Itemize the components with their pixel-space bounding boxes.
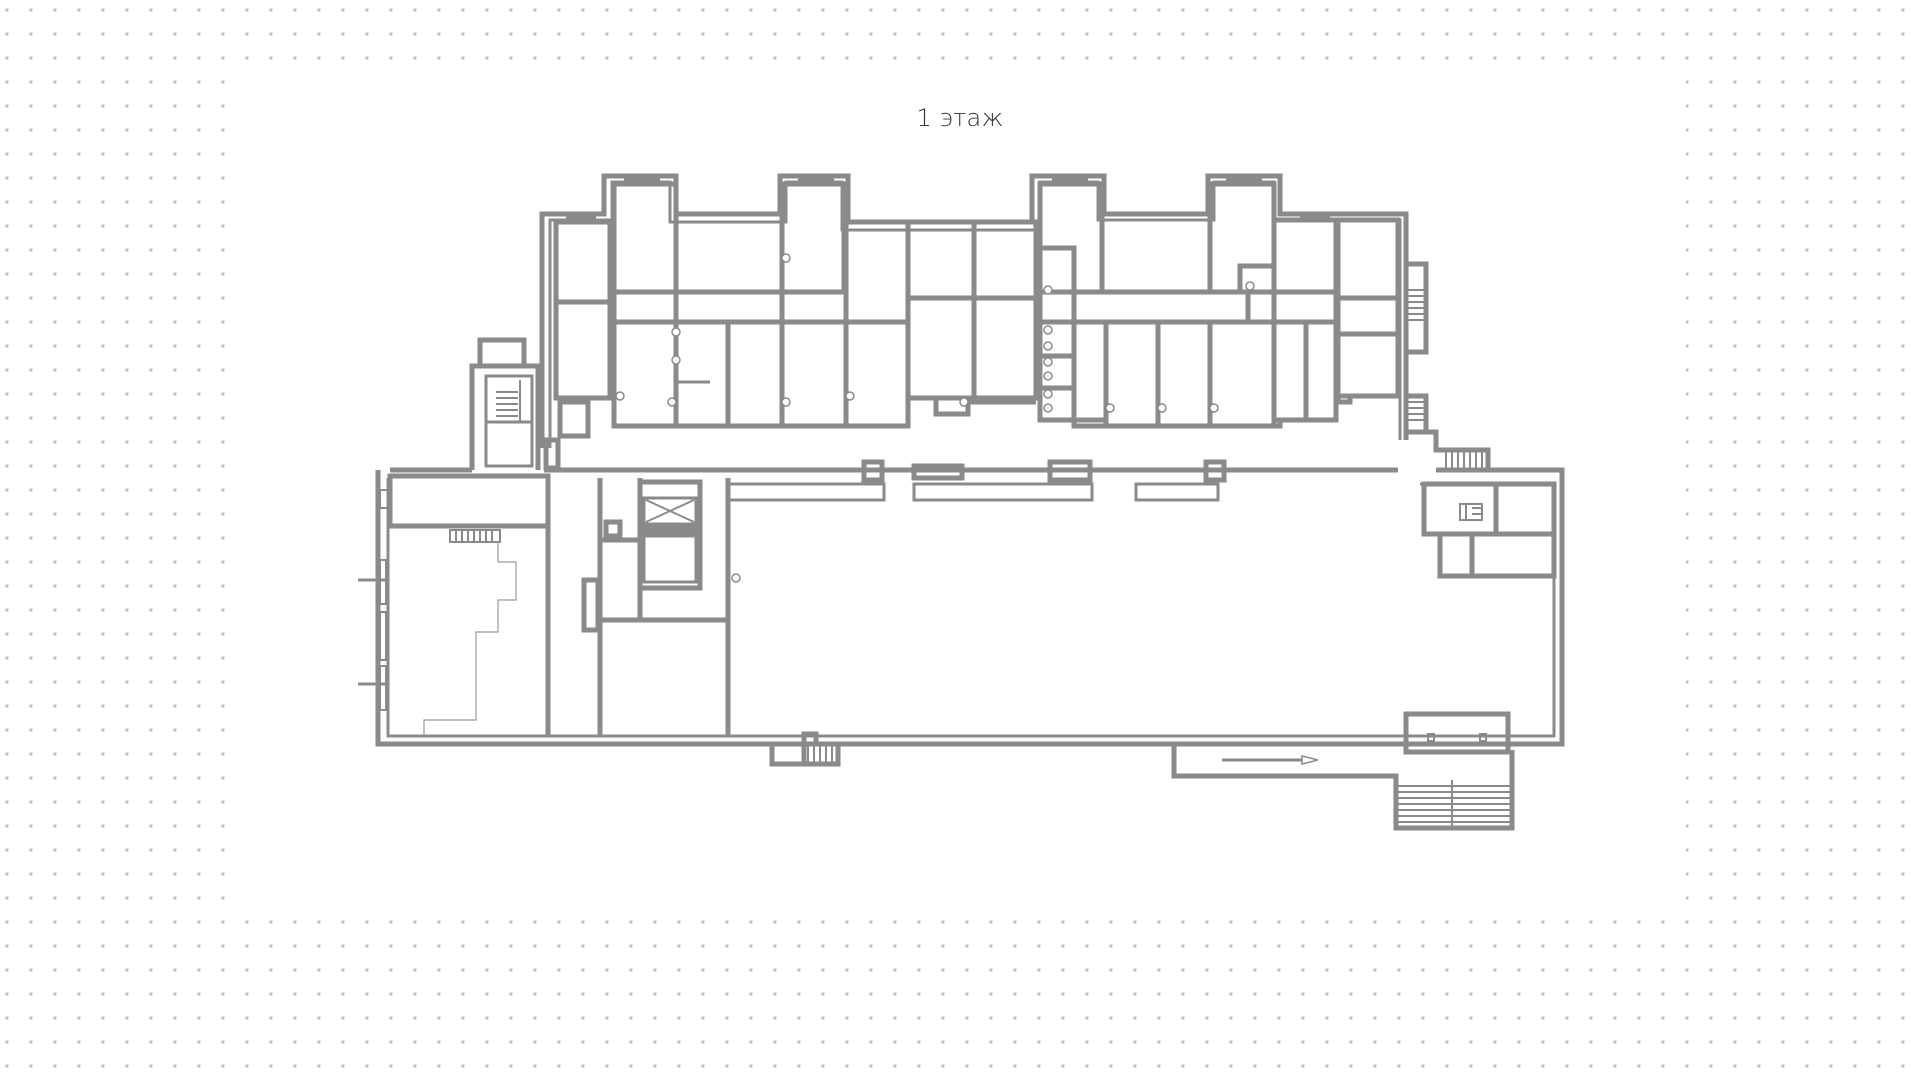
- stairs-east-lower: [1408, 401, 1424, 421]
- stairs-east-service: [1459, 503, 1483, 521]
- stairs-south-small: [807, 746, 833, 762]
- stairwell-west: [469, 337, 591, 471]
- south-features: [769, 711, 1515, 831]
- west-block: [358, 467, 1565, 747]
- east-service-rooms: [1421, 481, 1557, 579]
- stairs-east-entry: [1445, 452, 1483, 468]
- stairs-west-block: [449, 529, 501, 543]
- floor-title: 1 этаж: [916, 104, 1004, 132]
- stairs-south-entrance: [1398, 780, 1510, 828]
- door-markers: [615, 253, 1255, 583]
- stairs-east-upper: [1408, 289, 1424, 321]
- north-wing: [539, 173, 1491, 473]
- elevator-core: [597, 478, 731, 736]
- plan-canvas: [228, 64, 1686, 912]
- stair-treads-west: [496, 380, 521, 422]
- main-corridor: [390, 459, 1398, 502]
